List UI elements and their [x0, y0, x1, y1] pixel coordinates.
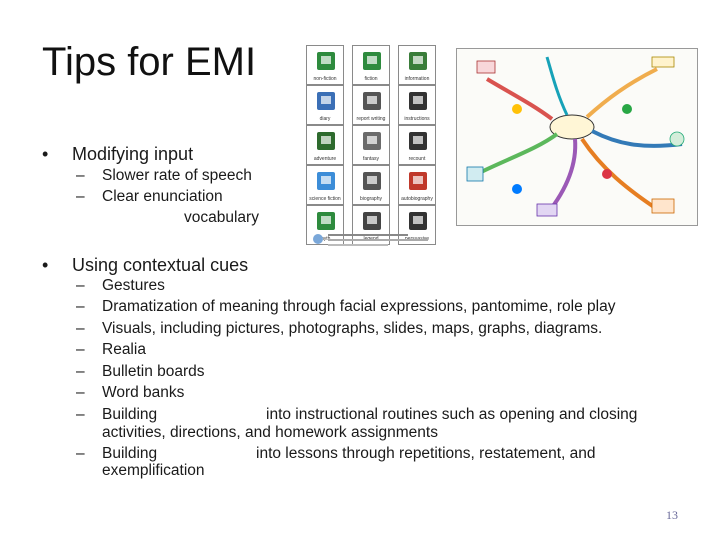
sub-item-text: Word banks [102, 384, 185, 401]
report-icon [363, 92, 381, 110]
genre-icon-label: adventure [313, 156, 337, 162]
genre-icon-cell: recount [398, 125, 436, 165]
instructions-icon [409, 92, 427, 110]
sub-dash: – [76, 384, 85, 401]
sub-item-text: into instructional routines such as open… [266, 406, 638, 423]
sub-dash: – [76, 406, 85, 423]
sub-item: – Dramatization of meaning through facia… [76, 296, 616, 318]
genre-icon-cell: information [398, 45, 436, 85]
sub-item: – Bulletin boards [76, 361, 205, 383]
sub-item: – Clear enunciation [76, 186, 223, 208]
bullet-text: Using contextual cues [72, 255, 249, 275]
genre-icon-label: non-fiction [313, 76, 337, 82]
genre-icon-cell: diary [306, 85, 344, 125]
bullet-text: Modifying input [72, 144, 194, 164]
sub-item-text: Building [102, 445, 158, 462]
genre-icon-label: biography [360, 196, 382, 202]
persuasive-icon [409, 212, 427, 230]
sub-item: – Visuals, including pictures, photograp… [76, 318, 603, 340]
sub-item-text: exemplification [102, 462, 205, 479]
book-icon [363, 52, 381, 70]
sub-item-text: Gestures [102, 277, 165, 294]
sub-item-text: vocabulary [184, 209, 259, 226]
sub-item-continued: exemplification [102, 460, 205, 482]
genre-icon-cell: science fiction [306, 165, 344, 205]
sub-item-text: Building [102, 406, 158, 423]
genre-icon-cell: report writing [352, 85, 390, 125]
genre-icon-label: fantasy [362, 156, 380, 162]
page-number: 13 [666, 508, 678, 522]
genre-icon-cell: biography [352, 165, 390, 205]
sub-dash: – [76, 445, 85, 462]
genre-icon-label: instructions [404, 116, 430, 122]
adventure-icon [317, 132, 335, 150]
autobiography-icon [409, 172, 427, 190]
sub-item-continued: activities, directions, and homework ass… [102, 422, 438, 444]
genre-icon-cell: adventure [306, 125, 344, 165]
genre-icon-cell: myth [306, 205, 344, 245]
genre-icon-label: myth [319, 236, 331, 242]
genre-icon-grid: non-fiction fiction information diary report… [306, 45, 444, 245]
bullet-dot: • [42, 255, 49, 275]
sub-item-continued: vocabulary [184, 207, 259, 229]
science-fiction-icon [317, 172, 335, 190]
grid-footer-logo [313, 234, 428, 246]
sub-dash: – [76, 188, 85, 205]
sub-dash: – [76, 341, 85, 358]
genre-icon-label: science fiction [309, 196, 341, 202]
sub-item-text: Slower rate of speech [102, 167, 252, 184]
sub-item-text: Clear enunciation [102, 188, 223, 205]
biography-icon [363, 172, 381, 190]
myth-icon [317, 212, 335, 230]
sub-dash: – [76, 320, 85, 337]
sub-item-continued: into instructional routines such as open… [266, 404, 637, 426]
genre-icon-label: fiction [364, 76, 378, 82]
diary-icon [317, 92, 335, 110]
genre-icon-cell: fantasy [352, 125, 390, 165]
sub-item-text: Visuals, including pictures, photographs… [102, 320, 603, 337]
mind-map-image [456, 48, 698, 226]
sub-item-text: Realia [102, 341, 146, 358]
sub-dash: – [76, 363, 85, 380]
sub-item: – Slower rate of speech [76, 165, 252, 187]
genre-icon-label: information [404, 76, 430, 82]
sub-dash: – [76, 298, 85, 315]
genre-icon-label: recount [408, 156, 426, 162]
sub-item: – Gestures [76, 275, 165, 297]
recount-icon [409, 132, 427, 150]
genre-icon-cell: instructions [398, 85, 436, 125]
bullet-modifying-input: • Modifying input [42, 143, 194, 165]
sub-item-text: activities, directions, and homework ass… [102, 424, 438, 441]
sub-item: – Building [76, 404, 158, 426]
sub-item-text: into lessons through repetitions, restat… [256, 445, 596, 462]
fantasy-icon [363, 132, 381, 150]
genre-icon-cell: autobiography [398, 165, 436, 205]
legend-icon [363, 212, 381, 230]
sub-item-text: Dramatization of meaning through facial … [102, 298, 616, 315]
sub-dash: – [76, 277, 85, 294]
sub-dash: – [76, 167, 85, 184]
bullet-contextual-cues: • Using contextual cues [42, 254, 249, 276]
sub-item: – Realia [76, 339, 146, 361]
genre-icon-label: report writing [356, 116, 386, 122]
sub-item: – Word banks [76, 382, 185, 404]
slide-title: Tips for EMI [42, 40, 257, 84]
genre-icon-label: diary [319, 116, 331, 122]
genre-icon-cell: fiction [352, 45, 390, 85]
bullet-dot: • [42, 144, 49, 164]
info-book-icon [409, 52, 427, 70]
genre-icon-label: autobiography [401, 196, 433, 202]
sub-item-continued: into lessons through repetitions, restat… [256, 443, 595, 465]
book-icon [317, 52, 335, 70]
sub-item-text: Bulletin boards [102, 363, 205, 380]
genre-icon-cell: non-fiction [306, 45, 344, 85]
sub-item: – Building [76, 443, 158, 465]
